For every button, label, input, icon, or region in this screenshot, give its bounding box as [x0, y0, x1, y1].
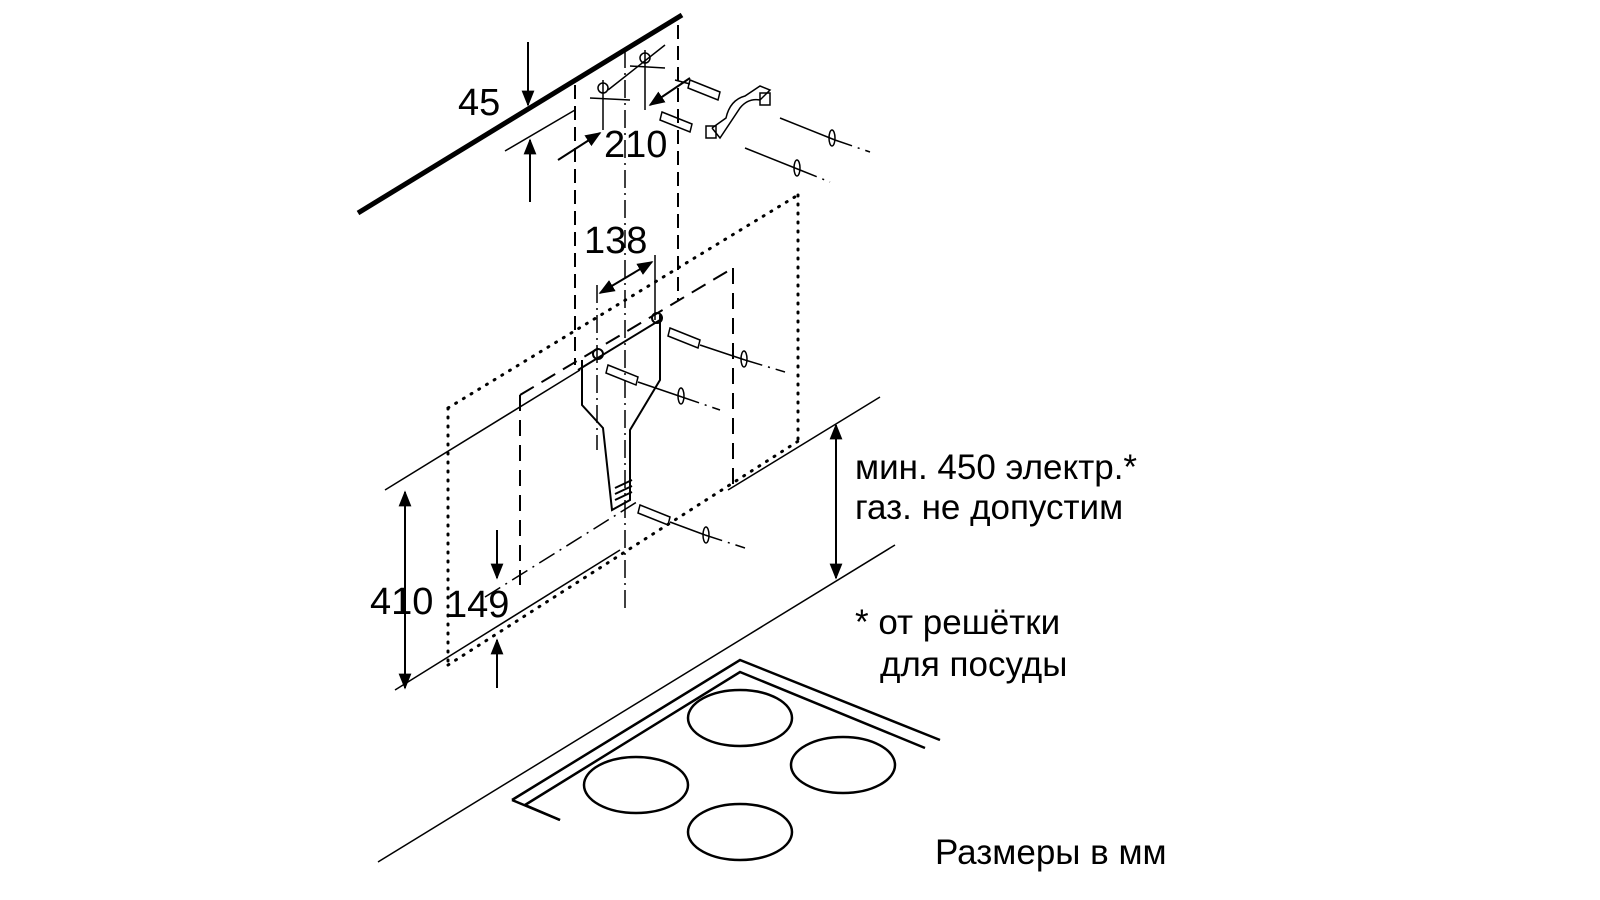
- top-bracket: [705, 85, 772, 140]
- wall-plug: [659, 78, 721, 134]
- footnote-line1: * от решётки: [855, 603, 1061, 642]
- cooktop: [511, 658, 941, 862]
- dim-210-label: 210: [604, 124, 668, 166]
- dim-149-label: 149: [446, 584, 510, 626]
- hob-level-line: [377, 544, 896, 863]
- wall-plug: [605, 326, 701, 527]
- dim-410-label: 410: [370, 581, 434, 623]
- dim-210-arrow: [557, 132, 602, 161]
- dim-138-arrow: [598, 261, 654, 294]
- dim-45-label: 45: [458, 82, 501, 124]
- units-note: Размеры в мм: [935, 833, 1167, 872]
- wall-bracket: [577, 312, 663, 512]
- dim-138-label: 138: [584, 220, 648, 262]
- burner: [686, 688, 794, 748]
- min-distance-note-line1: мин. 450 электр.*: [855, 448, 1138, 487]
- burner: [789, 735, 897, 795]
- chimney-outline-dashed: [519, 267, 734, 585]
- burner: [686, 802, 794, 862]
- screw: [637, 344, 786, 549]
- min-distance-note-line2: газ. не допустим: [855, 488, 1124, 527]
- burner: [582, 755, 690, 815]
- base-line: [394, 549, 621, 691]
- hood-outline-dotted: [446, 193, 802, 667]
- hood-bottom-line: [384, 369, 581, 491]
- screw: [744, 117, 871, 183]
- footnote-line2: для посуды: [880, 645, 1068, 684]
- lower-edge-dashdot: [484, 499, 641, 598]
- ceiling-line: [356, 12, 684, 216]
- hood-bottom-line-right: [727, 396, 881, 491]
